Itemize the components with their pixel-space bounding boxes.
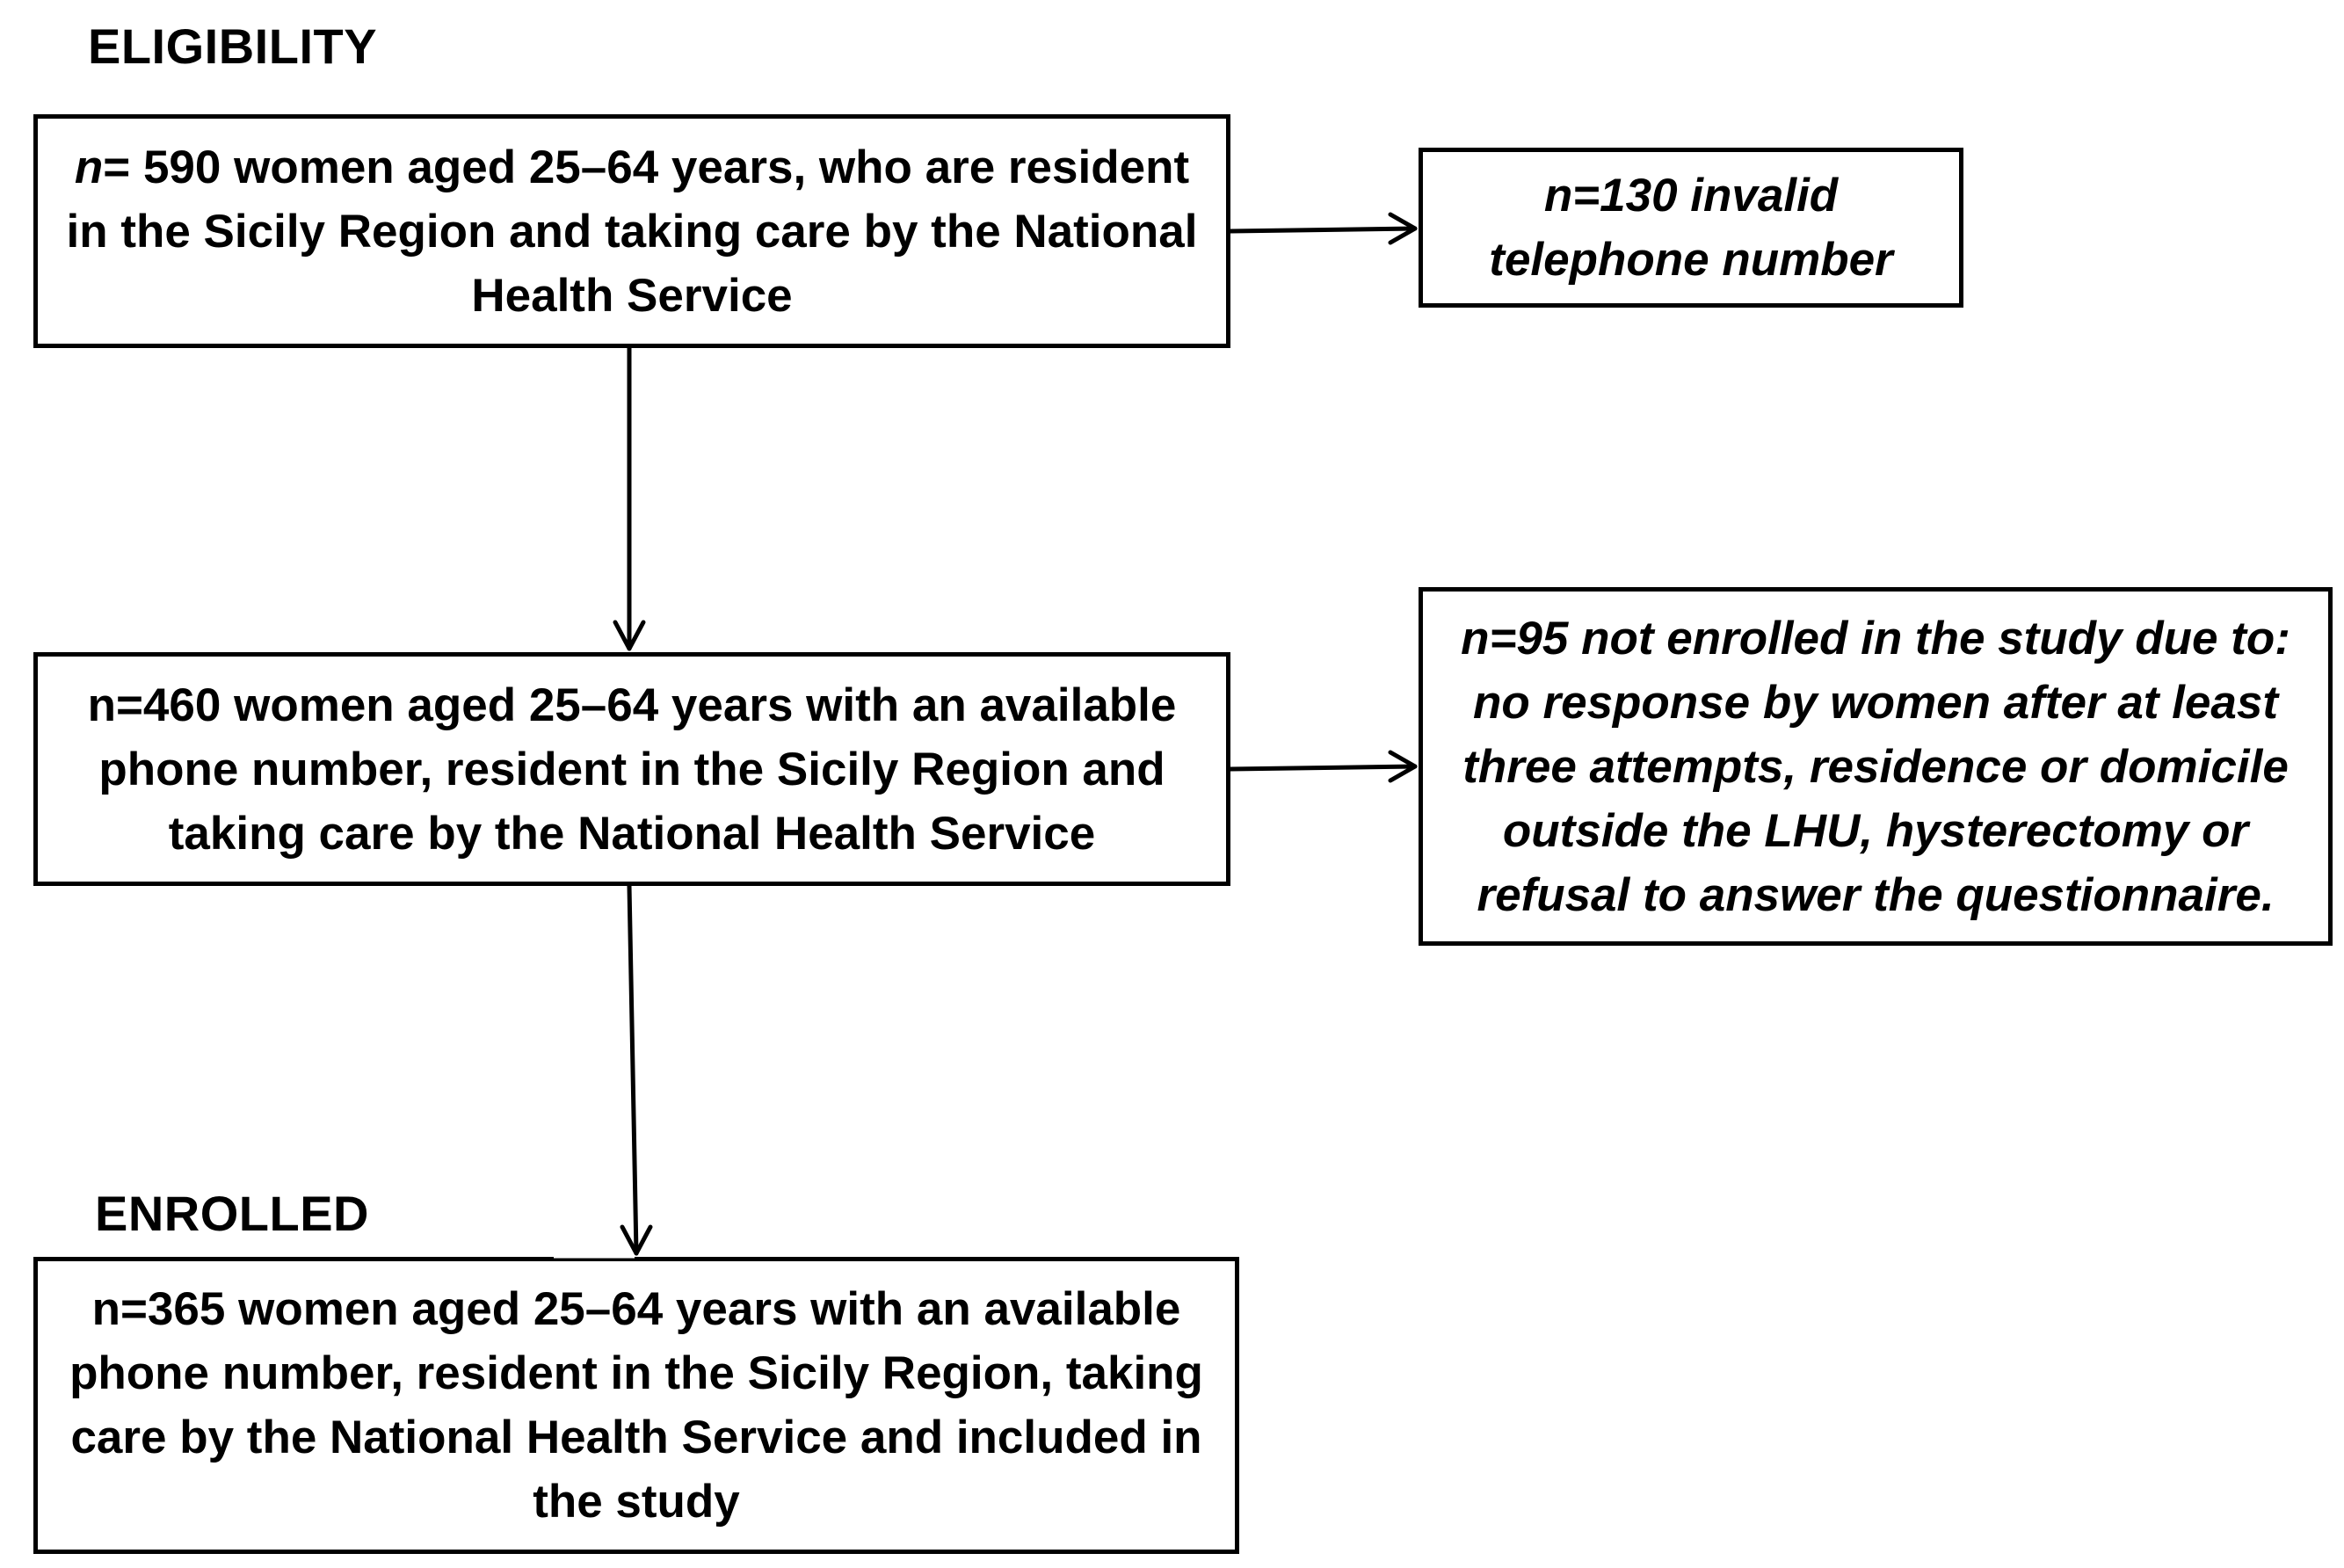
arrow-available-to-included xyxy=(620,883,653,1256)
available-phone-box: n=460 women aged 25–64 years with an ava… xyxy=(33,652,1230,886)
not-enrolled-box: n=95 not enrolled in the study due to: n… xyxy=(1419,587,2333,946)
available-phone-text: n=460 women aged 25–64 years with an ava… xyxy=(87,679,1177,860)
eligible-women-box: n= 590 women aged 25–64 years, who are r… xyxy=(33,114,1230,348)
eligible-women-n-label: n xyxy=(74,141,104,193)
eligibility-heading: ELIGIBILITY xyxy=(88,18,378,74)
invalid-phone-text: n=130 invalid telephone number xyxy=(1489,170,1893,286)
arrow-available-to-not-enrolled xyxy=(1228,750,1418,783)
included-box: n=365 women aged 25–64 years with an ava… xyxy=(33,1257,1239,1554)
invalid-phone-box: n=130 invalid telephone number xyxy=(1419,148,1963,308)
not-enrolled-text: n=95 not enrolled in the study due to: n… xyxy=(1461,612,2290,921)
eligible-women-description: = 590 women aged 25–64 years, who are re… xyxy=(66,141,1198,322)
enrolled-heading: ENROLLED xyxy=(95,1186,369,1241)
arrow-eligible-to-invalid xyxy=(1228,212,1418,245)
included-text: n=365 women aged 25–64 years with an ava… xyxy=(69,1283,1203,1528)
eligible-women-text: n= 590 women aged 25–64 years, who are r… xyxy=(50,135,1214,328)
arrow-eligible-to-available xyxy=(613,345,646,651)
